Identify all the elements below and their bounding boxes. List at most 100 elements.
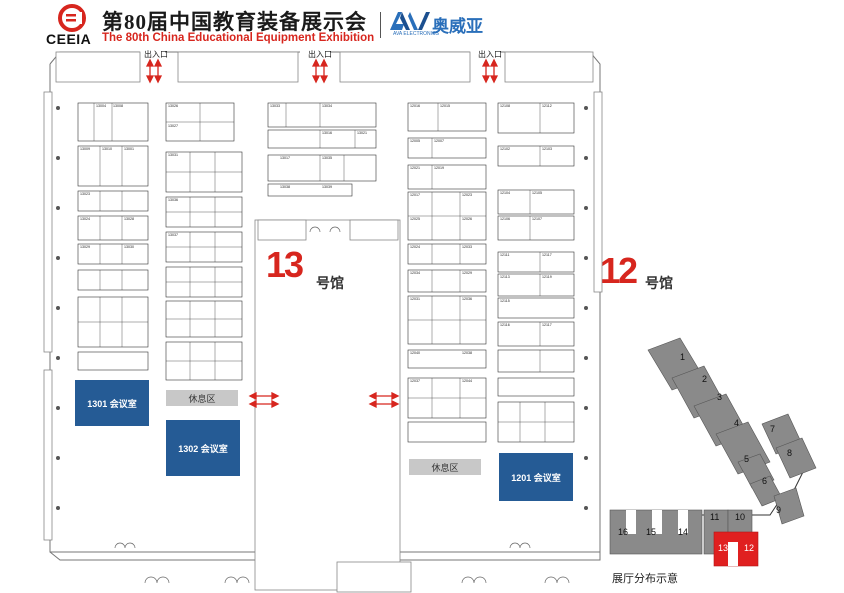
booth-label: 12021 — [410, 166, 420, 170]
booth-label: 13035 — [322, 156, 332, 160]
booth-label: 12037 — [410, 379, 420, 383]
page-title: 第80届中国教育装备展示会 — [102, 10, 367, 34]
booth-label: 12025 — [410, 217, 420, 221]
overview-hall-8: 8 — [787, 448, 793, 458]
booth-label: 12040 — [410, 351, 420, 355]
booth-label: 12111 — [500, 253, 510, 257]
booth-label: 12112 — [542, 104, 552, 108]
hall-13-number: 13 — [266, 244, 304, 285]
rest-area-right: 休息区 — [409, 459, 481, 475]
booth-label: 13008 — [113, 104, 123, 108]
hall-13-suffix: 号馆 — [316, 275, 344, 291]
ava-logo-icon — [390, 10, 430, 32]
booth-label: 12105 — [532, 191, 542, 195]
booth-label: 13028 — [124, 217, 134, 221]
booth-label: 12007 — [434, 139, 444, 143]
booth-label: 12113 — [500, 275, 510, 279]
booth-label: 12017 — [410, 193, 420, 197]
booth-label: 13016 — [322, 131, 332, 135]
overview-hall-13: 13 — [718, 543, 729, 553]
booth-label: 13023 — [80, 192, 90, 196]
meeting-room-1201: 1201 会议室 — [499, 453, 573, 501]
hall-9-shape — [773, 487, 805, 525]
booth-label: 12119 — [542, 275, 552, 279]
booth-label: 13034 — [322, 104, 332, 108]
entrance-label-2: 出入口 — [308, 50, 332, 59]
overview-hall-6: 6 — [762, 476, 768, 486]
booth-label: 12015 — [440, 104, 450, 108]
booth-label: 13010 — [102, 147, 112, 151]
hall-12-suffix: 号馆 — [645, 275, 673, 291]
booth-label: 13039 — [322, 185, 332, 189]
overview-hall-7: 7 — [770, 424, 776, 434]
overview-hall-9: 9 — [776, 505, 782, 515]
booth-label: 13004 — [96, 104, 106, 108]
booth-label: 12016 — [410, 104, 420, 108]
booth-label: 12107 — [532, 217, 542, 221]
booth-label: 12044 — [462, 379, 472, 383]
hall-12-number: 12 — [600, 250, 638, 291]
meeting-room-1302: 1302 会议室 — [166, 420, 240, 476]
rest-area-left: 休息区 — [166, 390, 238, 406]
booth-label: 13029 — [80, 245, 90, 249]
corridor-arrows-left — [248, 391, 280, 409]
booth-label: 12024 — [410, 245, 420, 249]
overview-hall-14: 14 — [678, 527, 689, 537]
booth-label: 12104 — [500, 191, 510, 195]
ava-logo-name: 奥威亚 — [432, 17, 483, 36]
entrance-arrows-1 — [145, 58, 163, 84]
corridor-arrows-right — [368, 391, 400, 409]
booth-label: 13036 — [168, 198, 178, 202]
booth-label: 12005 — [410, 139, 420, 143]
ava-logo-small-text: AVA ELECTRONICS — [393, 31, 439, 37]
booth-label: 12034 — [410, 271, 420, 275]
booth-label: 12033 — [462, 245, 472, 249]
overview-hall-15: 15 — [646, 527, 657, 537]
entrance-label-3: 出入口 — [478, 50, 502, 59]
booth-label: 12103 — [542, 147, 552, 151]
booth-label: 13027 — [168, 124, 178, 128]
booth-label: 12102 — [500, 147, 510, 151]
page-subtitle: The 80th China Educational Equipment Exh… — [102, 32, 375, 44]
booth-label: 13026 — [168, 104, 178, 108]
overview-hall-10: 10 — [735, 512, 746, 522]
booth-label: 13037 — [168, 233, 178, 237]
entrance-arrows-3 — [481, 58, 499, 84]
booth-label: 13033 — [270, 104, 280, 108]
booth-label: 12108 — [500, 104, 510, 108]
entrance-label-1: 出入口 — [144, 50, 168, 59]
ceeia-logo-text: CEEIA — [46, 31, 92, 47]
booth-label: 13038 — [280, 185, 290, 189]
booth-label: 13031 — [168, 153, 178, 157]
booth-label: 12023 — [462, 193, 472, 197]
booth-label: 12116 — [500, 323, 510, 327]
ceeia-logo-icon — [58, 4, 86, 32]
overview-hall-5: 5 — [744, 454, 750, 464]
overview-hall-4: 4 — [734, 418, 740, 428]
overview-hall-11: 11 — [710, 512, 720, 522]
header-divider — [380, 12, 381, 38]
booth-label: 13021 — [357, 131, 367, 135]
hall-overview-map — [609, 337, 817, 567]
overview-title: 展厅分布示意 — [612, 573, 678, 585]
booth-label: 12031 — [410, 297, 420, 301]
booth-label: 12026 — [462, 217, 472, 221]
booth-label: 13009 — [80, 147, 90, 151]
booth-label: 12036 — [462, 297, 472, 301]
booth-label: 13030 — [124, 245, 134, 249]
booth-label: 12117 — [542, 253, 552, 257]
overview-hall-16: 16 — [618, 527, 629, 537]
booth-label: 12038 — [462, 351, 472, 355]
booth-label: 13024 — [80, 217, 90, 221]
booth-label: 12106 — [500, 217, 510, 221]
meeting-room-1301: 1301 会议室 — [75, 380, 149, 426]
entrance-arrows-2 — [311, 58, 329, 84]
hall-8-shape — [775, 437, 817, 479]
overview-hall-3: 3 — [717, 392, 723, 402]
booth-label: 13001 — [124, 147, 134, 151]
booth-label: 12029 — [462, 271, 472, 275]
booth-label: 12115 — [500, 299, 510, 303]
overview-hall-12: 12 — [744, 543, 755, 553]
